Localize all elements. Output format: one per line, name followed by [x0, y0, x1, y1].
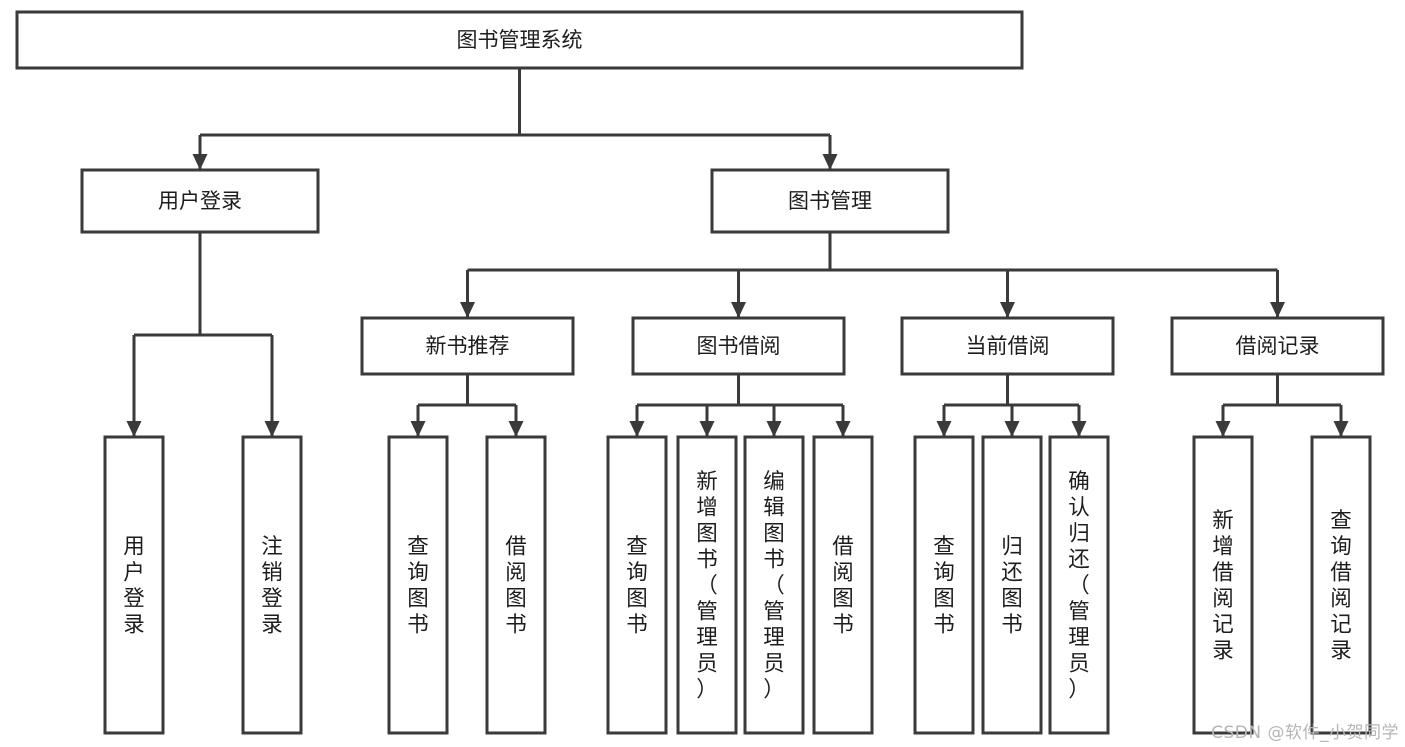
- book-borrow-to-leaves-arrow-3: [835, 421, 851, 437]
- node-leaf-query-book-3[interactable]: 查询图书: [913, 435, 975, 735]
- node-leaf-query-book-1[interactable]: 查询图书: [387, 435, 449, 735]
- node-leaf-logout-outline: [241, 435, 303, 735]
- node-leaf-add-record-label: 新增借阅记录: [1212, 508, 1234, 663]
- node-leaf-borrow-book-2[interactable]: 借阅图书: [812, 435, 874, 735]
- node-user-login-label: 用户登录: [158, 189, 242, 213]
- node-borrow-record-outline: [1170, 316, 1385, 376]
- node-leaf-edit-book-outline: [743, 435, 805, 735]
- root-to-level2-arrow-0: [192, 154, 208, 170]
- node-leaf-logout-label: 注销登录: [261, 534, 283, 637]
- node-current-borrow[interactable]: 当前借阅: [900, 316, 1115, 376]
- node-leaf-edit-book[interactable]: 编辑图书（管理员）: [743, 435, 805, 735]
- node-current-borrow-label: 当前借阅: [966, 334, 1050, 358]
- connector-layer: [126, 68, 1349, 437]
- node-new-book-recommend-outline: [360, 316, 575, 376]
- node-leaf-query-book-1-outline: [387, 435, 449, 735]
- root-node-book-management-system-outline: [15, 10, 1024, 70]
- node-user-login-outline: [80, 168, 320, 234]
- node-leaf-confirm-return-outline: [1048, 435, 1110, 735]
- new-book-recommend-to-leaves-arrow-0: [410, 421, 426, 437]
- node-leaf-borrow-book-1-outline: [485, 435, 547, 735]
- book-manage-to-level3-arrow-2: [1000, 302, 1015, 318]
- new-book-recommend-to-leaves-arrow-1: [508, 421, 524, 437]
- node-borrow-record-label: 借阅记录: [1236, 334, 1320, 358]
- node-leaf-edit-book-label: 编辑图书（管理员）: [763, 469, 785, 702]
- borrow-record-to-leaves-arrow-1: [1333, 421, 1349, 437]
- node-leaf-add-record-outline: [1192, 435, 1254, 735]
- node-leaf-borrow-book-2-outline: [812, 435, 874, 735]
- node-book-borrow-outline: [631, 316, 846, 376]
- node-leaf-return-book-outline: [981, 435, 1043, 735]
- node-leaf-query-book-3-label: 查询图书: [933, 534, 955, 637]
- node-book-management-outline: [710, 168, 950, 234]
- csdn-watermark: CSDN @软件_小贺同学: [1211, 723, 1399, 743]
- node-leaf-query-book-2[interactable]: 查询图书: [606, 435, 668, 735]
- user-login-to-leaves-arrow-1: [264, 421, 280, 437]
- node-leaf-query-book-2-label: 查询图书: [626, 534, 648, 637]
- book-borrow-to-leaves-arrow-2: [766, 421, 782, 437]
- node-leaf-query-record[interactable]: 查询借阅记录: [1310, 435, 1372, 735]
- node-book-borrow-label: 图书借阅: [697, 334, 781, 358]
- node-leaf-query-book-2-outline: [606, 435, 668, 735]
- root-node-book-management-system[interactable]: 图书管理系统: [15, 10, 1024, 70]
- node-user-login[interactable]: 用户登录: [80, 168, 320, 234]
- node-leaf-query-book-1-label: 查询图书: [407, 534, 429, 637]
- book-manage-to-level3-arrow-1: [731, 302, 746, 318]
- current-borrow-to-leaves-arrow-0: [936, 421, 952, 437]
- book-manage-to-level3-arrow-3: [1270, 302, 1285, 318]
- node-leaf-return-book[interactable]: 归还图书: [981, 435, 1043, 735]
- node-leaf-user-login-outline: [103, 435, 165, 735]
- node-leaf-query-record-outline: [1310, 435, 1372, 735]
- node-leaf-borrow-book-2-label: 借阅图书: [832, 534, 854, 637]
- node-book-borrow[interactable]: 图书借阅: [631, 316, 846, 376]
- node-leaf-add-book-label: 新增图书（管理员）: [696, 469, 718, 702]
- borrow-record-to-leaves-arrow-0: [1215, 421, 1231, 437]
- node-borrow-record[interactable]: 借阅记录: [1170, 316, 1385, 376]
- root-node-book-management-system-label: 图书管理系统: [457, 28, 583, 52]
- node-leaf-logout[interactable]: 注销登录: [241, 435, 303, 735]
- node-book-management[interactable]: 图书管理: [710, 168, 950, 234]
- node-new-book-recommend-label: 新书推荐: [426, 334, 510, 358]
- book-borrow-to-leaves-arrow-1: [699, 421, 715, 437]
- node-leaf-add-book-outline: [676, 435, 738, 735]
- node-book-management-label: 图书管理: [788, 189, 872, 213]
- user-login-to-leaves-arrow-0: [126, 421, 142, 437]
- node-leaf-borrow-book-1[interactable]: 借阅图书: [485, 435, 547, 735]
- node-leaf-confirm-return-label: 确认归还（管理员）: [1068, 469, 1090, 702]
- node-leaf-borrow-book-1-label: 借阅图书: [505, 534, 527, 637]
- current-borrow-to-leaves-arrow-2: [1071, 421, 1087, 437]
- node-leaf-query-record-label: 查询借阅记录: [1330, 508, 1352, 663]
- node-leaf-user-login[interactable]: 用户登录: [103, 435, 165, 735]
- node-leaf-return-book-label: 归还图书: [1001, 534, 1023, 637]
- node-new-book-recommend[interactable]: 新书推荐: [360, 316, 575, 376]
- current-borrow-to-leaves-arrow-1: [1004, 421, 1020, 437]
- node-leaf-add-book[interactable]: 新增图书（管理员）: [676, 435, 738, 735]
- node-current-borrow-outline: [900, 316, 1115, 376]
- node-layer: 图书管理系统用户登录图书管理新书推荐图书借阅当前借阅借阅记录用户登录注销登录查询…: [15, 10, 1385, 735]
- node-leaf-add-record[interactable]: 新增借阅记录: [1192, 435, 1254, 735]
- book-borrow-to-leaves-arrow-0: [629, 421, 645, 437]
- node-leaf-user-login-label: 用户登录: [123, 534, 145, 637]
- node-leaf-query-book-3-outline: [913, 435, 975, 735]
- book-manage-to-level3-arrow-0: [460, 302, 475, 318]
- root-to-level2-arrow-1: [822, 154, 838, 170]
- node-leaf-confirm-return[interactable]: 确认归还（管理员）: [1048, 435, 1110, 735]
